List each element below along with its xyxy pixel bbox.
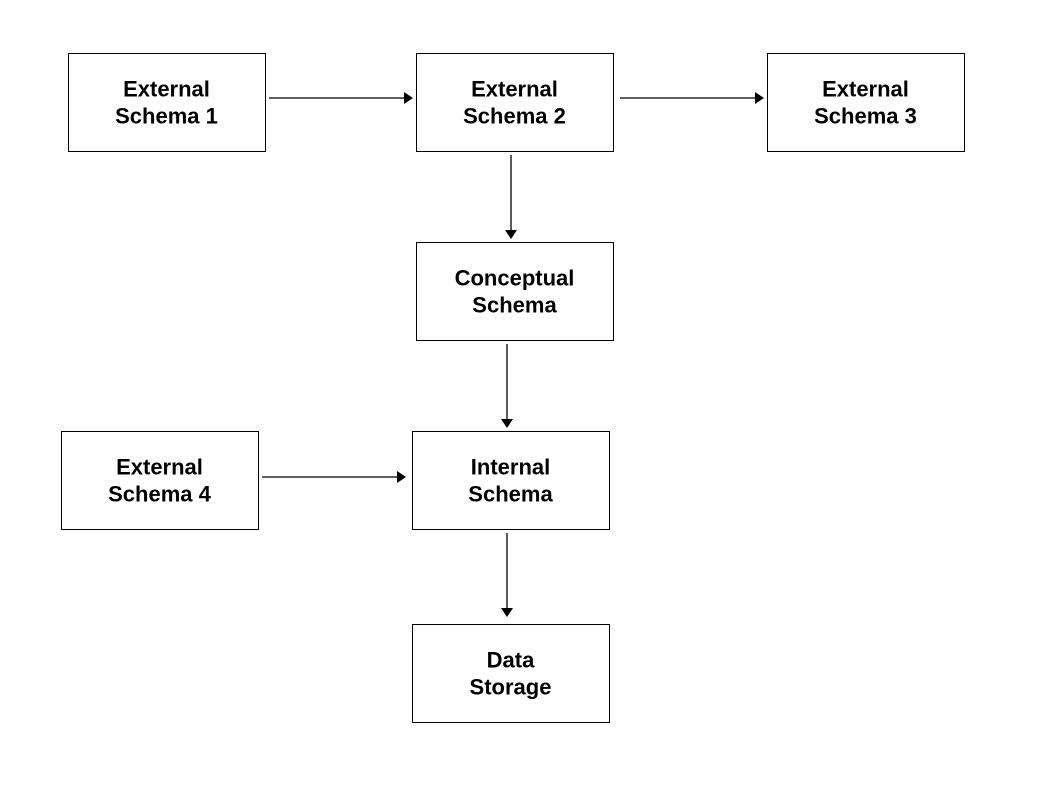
arrow-external-schema-1-to-external-schema-2 xyxy=(269,92,413,104)
arrowhead xyxy=(755,92,764,104)
internal-schema-label-line-2: Schema xyxy=(468,482,553,507)
arrow-external-schema-2-to-conceptual-schema xyxy=(505,155,517,239)
internal-schema-label-line-1: Internal xyxy=(471,455,550,480)
external-schema-1-label-line-1: External xyxy=(123,77,210,102)
external-schema-2-label-line-1: External xyxy=(471,77,558,102)
conceptual-schema-box xyxy=(416,242,614,341)
arrowhead xyxy=(501,608,513,617)
external-schema-2-label-line-2: Schema 2 xyxy=(463,104,566,129)
data-storage-label-line-2: Storage xyxy=(470,675,552,700)
arrow-external-schema-2-to-external-schema-3 xyxy=(620,92,764,104)
external-schema-3-label-line-1: External xyxy=(822,77,909,102)
arrow-external-schema-4-to-internal-schema xyxy=(262,471,406,483)
external-schema-1-label-line-2: Schema 1 xyxy=(115,104,218,129)
arrow-internal-schema-to-data-storage xyxy=(501,533,513,617)
external-schema-1-box xyxy=(68,53,266,152)
data-storage-box xyxy=(412,624,610,723)
edges-layer xyxy=(262,92,764,617)
external-schema-4-box xyxy=(61,431,259,530)
conceptual-schema-label-line-2: Schema xyxy=(472,293,557,318)
internal-schema-box xyxy=(412,431,610,530)
external-schema-2-box xyxy=(416,53,614,152)
arrowhead xyxy=(397,471,406,483)
external-schema-4-label-line-1: External xyxy=(116,455,203,480)
arrow-conceptual-schema-to-internal-schema xyxy=(501,344,513,428)
external-schema-3-box xyxy=(767,53,965,152)
arrowhead xyxy=(501,419,513,428)
data-storage-label-line-1: Data xyxy=(487,648,535,673)
external-schema-3-label-line-2: Schema 3 xyxy=(814,104,917,129)
arrowhead xyxy=(404,92,413,104)
arrowhead xyxy=(505,230,517,239)
external-schema-4-label-line-2: Schema 4 xyxy=(108,482,211,507)
conceptual-schema-label-line-1: Conceptual xyxy=(455,266,575,291)
